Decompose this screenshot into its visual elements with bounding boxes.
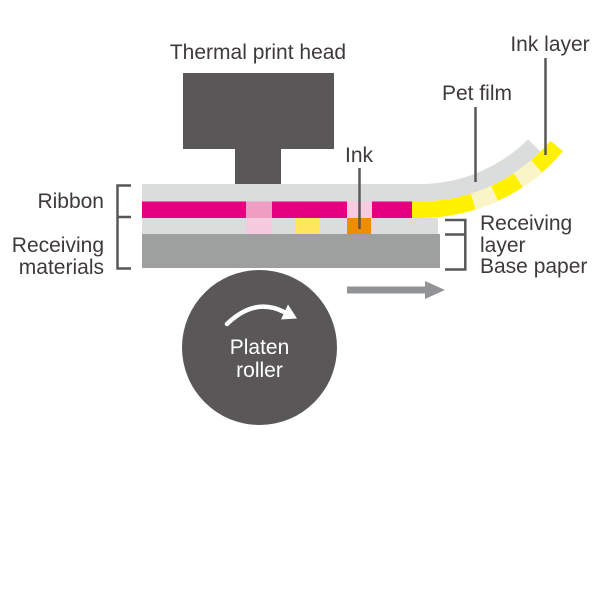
pet-film-band xyxy=(142,139,541,202)
label-thermal-print-head: Thermal print head xyxy=(169,41,347,64)
right-bracket xyxy=(445,218,467,271)
transferred-yellow-patch xyxy=(295,218,320,234)
label-platen-roller: Platen roller xyxy=(182,336,337,382)
label-ribbon: Ribbon xyxy=(37,190,104,213)
label-receiving-layer: Receiving layer xyxy=(480,213,572,256)
transferred-magenta-patch xyxy=(246,218,272,234)
label-base-paper: Base paper xyxy=(480,255,588,278)
receiving-layer-strip xyxy=(142,218,438,234)
print-head-stem xyxy=(235,149,281,184)
label-receiving-materials-line2: materials xyxy=(18,255,104,279)
label-platen-roller-line1: Platen xyxy=(229,336,290,359)
label-ink-layer: Ink layer xyxy=(510,33,590,56)
ribbon-used-segment xyxy=(246,201,272,218)
feed-arrow-icon xyxy=(347,281,445,299)
ink-layer-used-segments xyxy=(412,140,564,218)
label-ink: Ink xyxy=(344,144,373,167)
platen-roller-circle xyxy=(182,270,337,425)
print-head-body xyxy=(183,73,334,149)
base-paper-strip xyxy=(142,234,440,268)
label-platen-roller-line2: roller xyxy=(236,359,283,382)
left-bracket xyxy=(116,184,131,270)
label-pet-film: Pet film xyxy=(441,82,512,105)
ribbon-ink-band-magenta xyxy=(142,201,412,218)
label-receiving-materials: Receiving materials xyxy=(0,235,104,278)
label-receiving-materials-line1: Receiving xyxy=(11,234,104,257)
label-receiving-layer-line1: Receiving xyxy=(480,212,573,235)
rotation-arrow-icon xyxy=(224,304,297,327)
label-receiving-layer-line2: layer xyxy=(480,233,526,257)
